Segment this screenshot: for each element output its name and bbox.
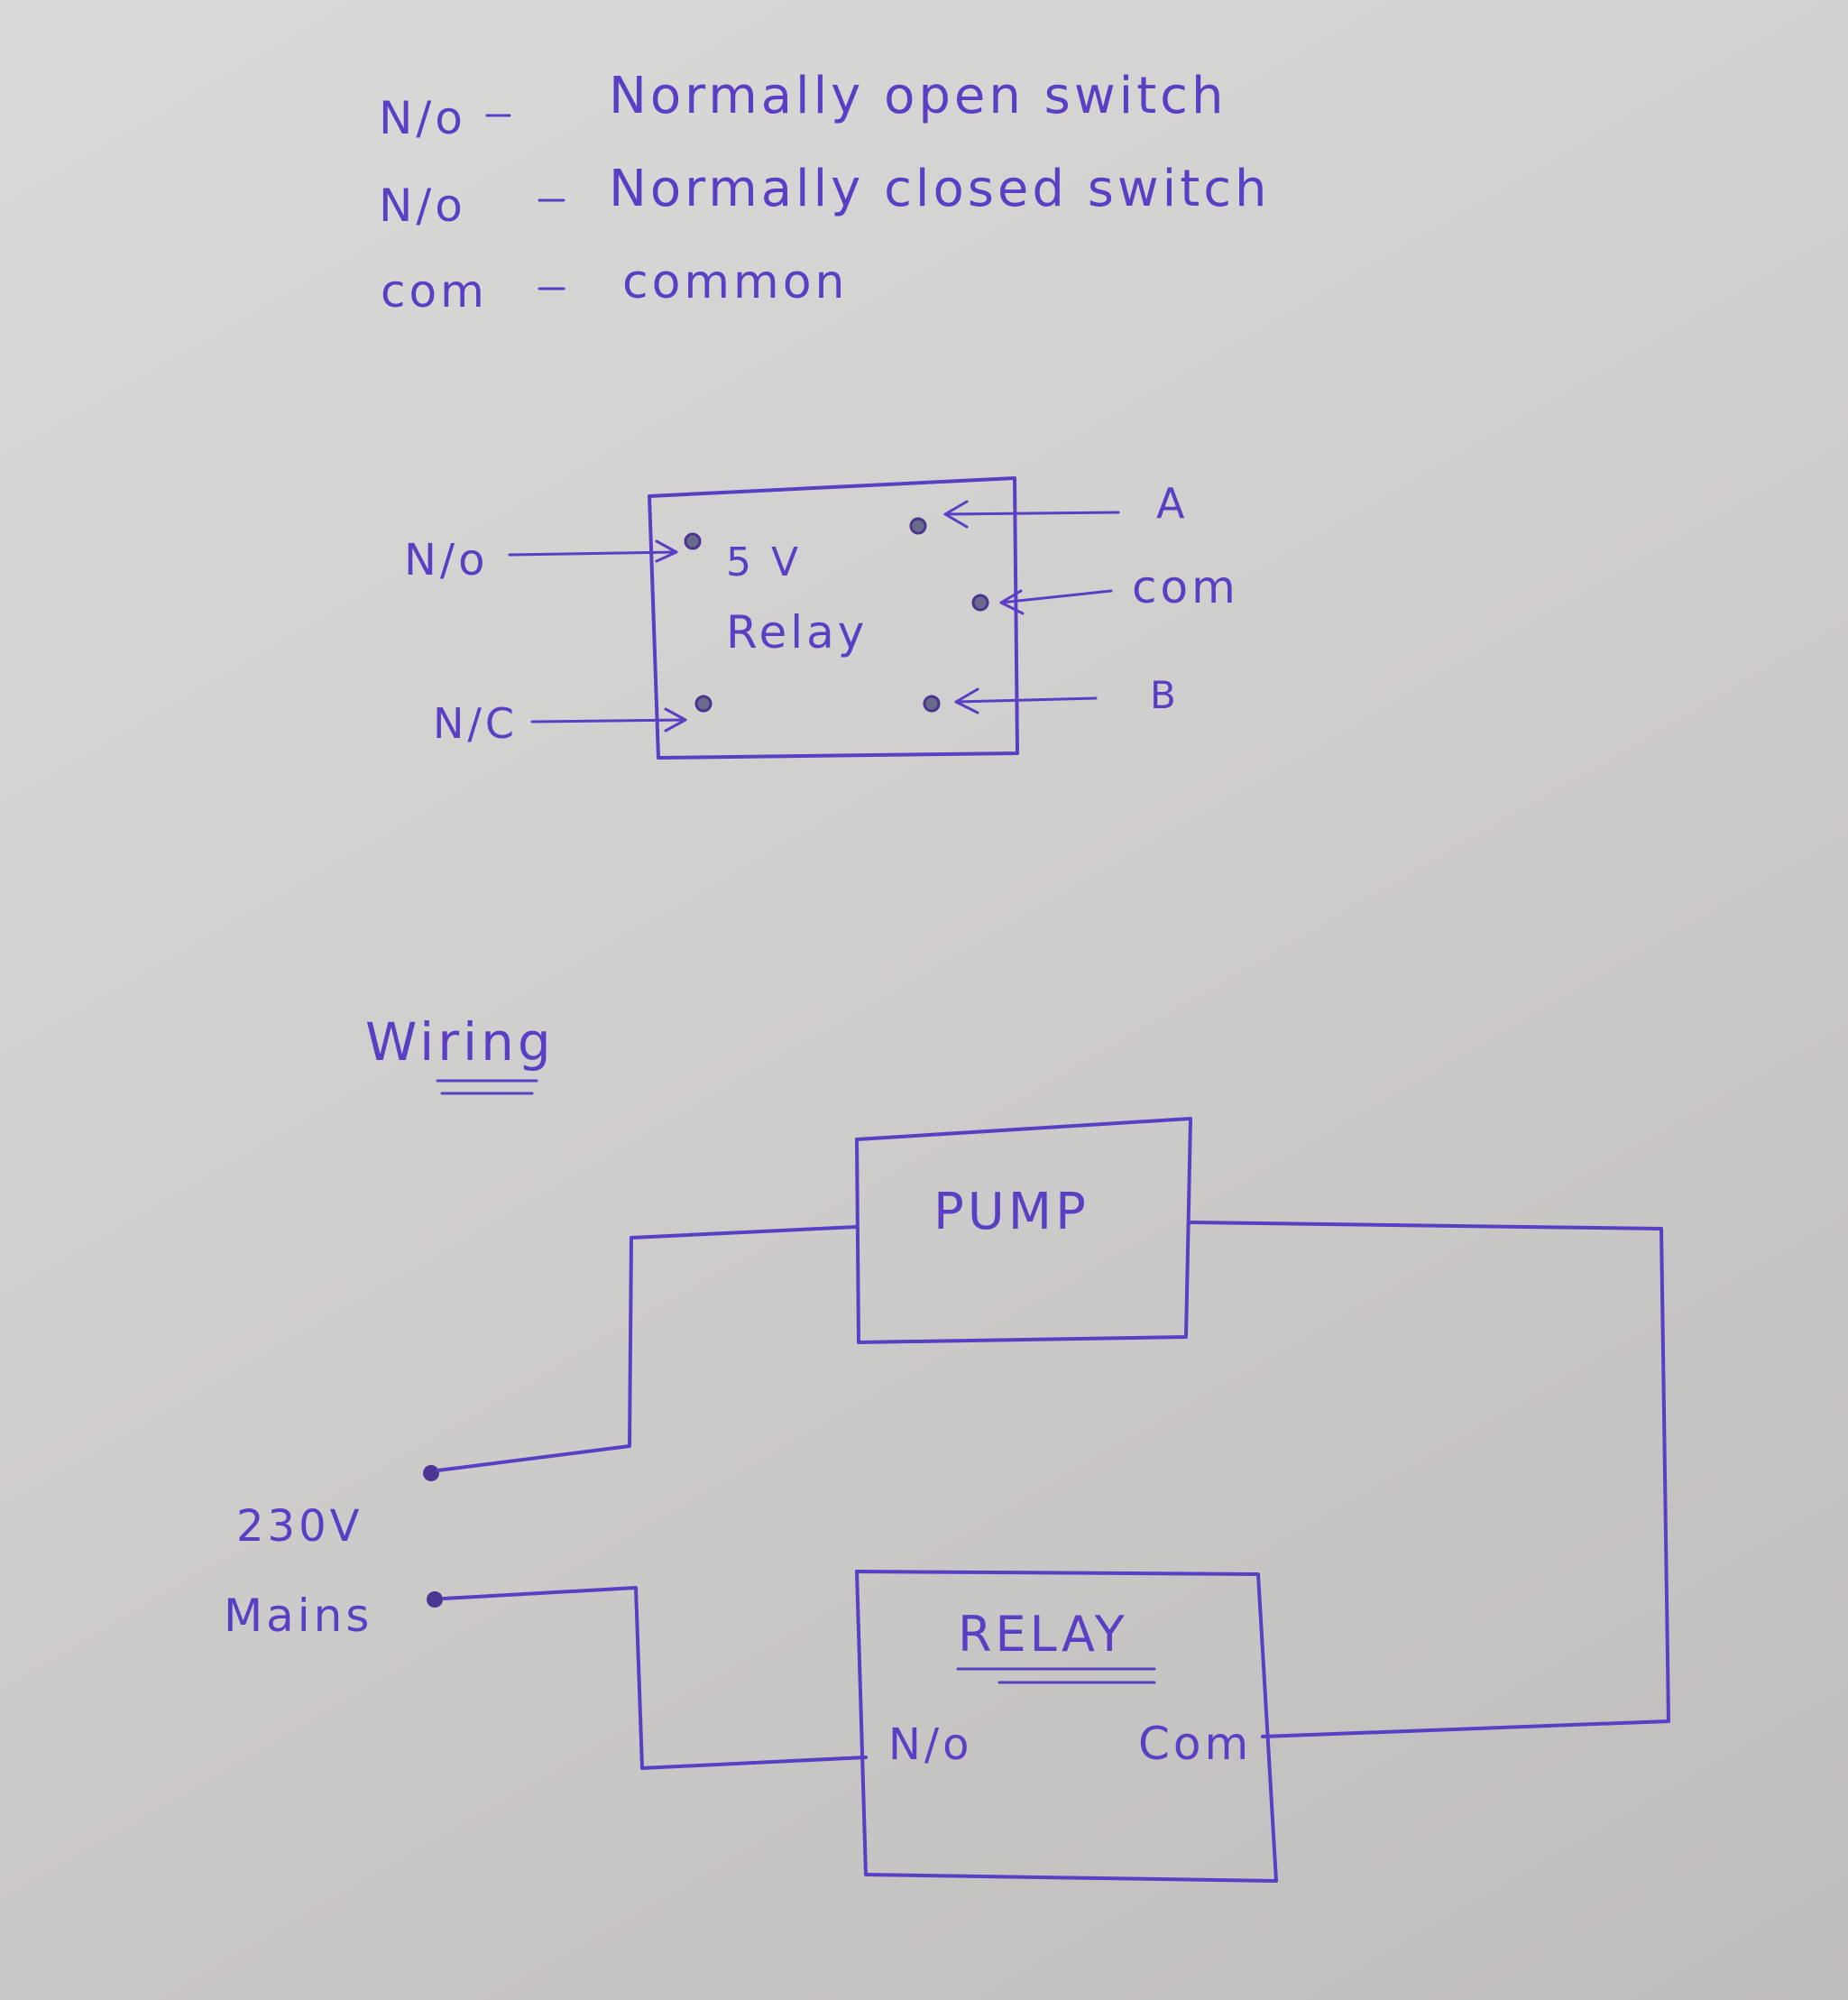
wiring-heading: Wiring [365, 1011, 555, 1095]
legend-com-abbr: com [381, 265, 488, 318]
legend-com-desc: common [622, 255, 848, 309]
relay-module-box [648, 476, 1019, 760]
wire-pump-to-relay-com [1189, 1221, 1670, 1738]
arrowhead-b [954, 687, 979, 714]
pin-label-com: com [1132, 561, 1239, 613]
supply-label: Mains [224, 1590, 372, 1642]
relay-pin-no [684, 532, 702, 550]
mains-terminal-top [423, 1465, 439, 1481]
arrow-b [954, 696, 1098, 704]
wiring-title: Wiring [365, 1011, 555, 1073]
legend-nc-abbr: N/o [379, 180, 466, 232]
pin-label-b: B [1150, 673, 1180, 717]
legend-no-abbr: N/o [379, 92, 466, 144]
arrowhead-a [943, 500, 969, 529]
supply-voltage: 230V [236, 1501, 363, 1552]
relay-label: RELAY [958, 1606, 1128, 1663]
arrowhead-nc [664, 707, 687, 733]
pump-box [855, 1117, 1192, 1344]
arrowhead-no [655, 539, 678, 563]
wire-mains-to-relay-no [442, 1586, 868, 1770]
relay-pin-com [971, 594, 989, 612]
relay-module-name: Relay [726, 606, 868, 659]
wire-mains-to-pump [436, 1225, 859, 1472]
arrow-a [943, 511, 1120, 516]
arrow-no [508, 550, 678, 557]
relay-pin-a [909, 517, 927, 535]
relay-module-voltage: 5 V [726, 539, 802, 585]
relay-pin-nc [694, 695, 713, 713]
relay-pin-b [923, 695, 941, 713]
legend-no-desc: Normally open switch [609, 67, 1227, 125]
arrowhead-com [999, 589, 1025, 615]
relay-pinout: 5 V Relay N/o N/C A com B [404, 476, 1239, 760]
arrow-com [999, 589, 1113, 604]
relay-box [855, 1570, 1278, 1883]
relay-no-terminal: N/o [888, 1719, 972, 1770]
pin-label-a: A [1156, 479, 1188, 528]
legend-nc-desc: Normally closed switch [609, 160, 1270, 218]
mains-terminal-bottom [427, 1591, 443, 1608]
pin-label-nc: N/C [433, 699, 518, 748]
pin-label-no: N/o [404, 535, 488, 585]
legend: N/o Normally open switch N/o Normally cl… [379, 67, 1270, 318]
arrow-nc [530, 718, 687, 724]
relay-com-terminal: Com [1138, 1718, 1252, 1770]
wiring-circuit: PUMP RELAY N/o Com 230V Mains [224, 1117, 1670, 1883]
pump-label: PUMP [933, 1183, 1089, 1241]
